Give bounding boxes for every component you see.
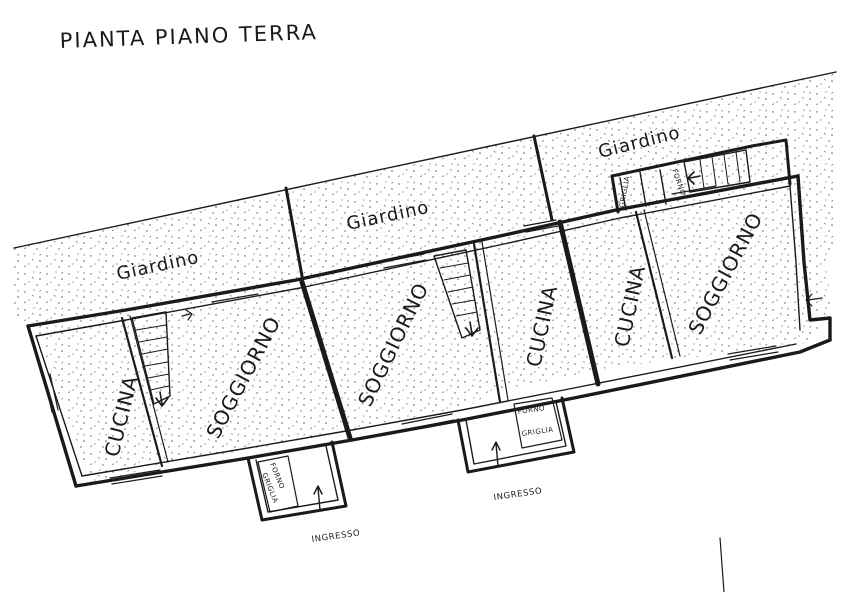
forno-label-right: FORNO bbox=[517, 404, 546, 416]
stairs bbox=[131, 149, 751, 407]
entrance-porch-left bbox=[246, 440, 348, 522]
garden-area bbox=[13, 71, 838, 486]
entrance-label-left: INGRESSO bbox=[311, 528, 361, 545]
house-side-walls bbox=[26, 174, 832, 488]
drawing-title: PIANTA PIANO TERRA bbox=[59, 20, 318, 53]
interior-walls bbox=[120, 209, 681, 468]
entrance-porch-right bbox=[456, 396, 576, 474]
entrance-label-right: INGRESSO bbox=[493, 486, 543, 503]
griglia-label-right: GRIGLIA bbox=[521, 426, 554, 438]
garden-outbuilding bbox=[610, 138, 792, 214]
garden-boundary-walls bbox=[284, 134, 554, 278]
door-marks bbox=[181, 293, 823, 592]
